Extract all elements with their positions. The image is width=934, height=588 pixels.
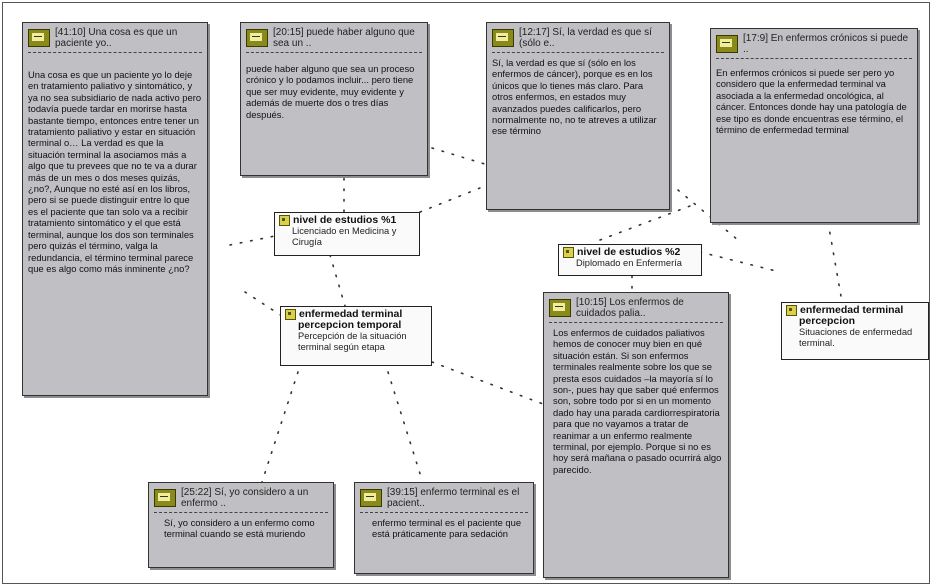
link-c1-q1 — [229, 235, 276, 246]
link-c2-q4 — [699, 251, 781, 273]
quote-box-41-10[interactable]: [41:10] Una cosa es que un paciente yo..… — [22, 22, 208, 396]
quotation-document-icon — [246, 29, 268, 47]
link-c3-c1 — [329, 254, 346, 307]
code-nivel-estudios-2[interactable]: nivel de estudios %2 Diplomado en Enferm… — [558, 244, 702, 276]
code-icon — [279, 215, 290, 226]
quote-text: Una cosa es que un paciente yo lo deje e… — [28, 69, 202, 274]
divider — [360, 512, 528, 513]
quote-title: [25:22] Sí, yo considero a un enfermo .. — [181, 487, 309, 509]
quote-box-25-22[interactable]: [25:22] Sí, yo considero a un enfermo ..… — [148, 482, 334, 568]
quote-text: Los enfermos de cuidados paliativos hemo… — [553, 327, 722, 475]
link-q3-c4 — [677, 189, 739, 241]
code-name: enfermedad terminal — [299, 308, 403, 320]
code-description: Situaciones de enfermedad terminal. — [799, 327, 913, 348]
code-description: Percepción de la situación terminal segú… — [298, 331, 407, 352]
code-enfermedad-terminal-percepcion[interactable]: enfermedad terminal percepcion Situacion… — [781, 302, 929, 360]
quotation-document-icon — [549, 299, 571, 317]
link-q4-c4 — [827, 221, 843, 303]
code-name-line2: percepcion temporal — [298, 319, 402, 331]
quote-text: enfermo terminal es el paciente que está… — [372, 517, 522, 540]
quotation-document-icon — [360, 489, 382, 507]
link-c1-q3 — [419, 181, 496, 213]
code-name: enfermedad terminal — [800, 304, 904, 316]
quote-text: En enfermos crónicos si puede ser pero y… — [716, 67, 907, 136]
quote-box-17-9[interactable]: [17:9] En enfermos crónicos si puede .. … — [710, 28, 918, 223]
quote-box-20-15[interactable]: [20:15] puede haber alguno que sea un ..… — [240, 22, 428, 176]
quote-text: Sí, la verdad es que sí (sólo en los enf… — [492, 57, 657, 137]
quote-text: puede haber alguno que sea un proceso cr… — [246, 63, 415, 120]
quotation-document-icon — [716, 35, 738, 53]
quotation-document-icon — [28, 29, 50, 47]
code-name: nivel de estudios %1 — [293, 214, 397, 226]
divider — [246, 52, 422, 53]
quote-box-39-15[interactable]: [39:15] enfermo terminal es el pacient..… — [354, 482, 534, 574]
quote-title: [41:10] Una cosa es que un paciente yo.. — [55, 27, 178, 49]
link-c2-q3 — [599, 205, 691, 241]
link-c3-q5 — [431, 361, 544, 405]
code-name: nivel de estudios %2 — [577, 246, 681, 258]
quote-title: [20:15] puede haber alguno que sea un .. — [273, 27, 415, 49]
divider — [549, 322, 723, 323]
quotation-document-icon — [492, 29, 514, 47]
quote-box-10-15[interactable]: [10:15] Los enfermos de cuidados palia..… — [543, 292, 729, 578]
link-c3-q1 — [244, 291, 283, 317]
quote-box-12-17[interactable]: [12:17] Sí, la verdad es que sí (sólo e.… — [486, 22, 670, 210]
code-icon — [563, 247, 574, 258]
quote-title: [10:15] Los enfermos de cuidados palia.. — [576, 297, 684, 319]
code-description: Licenciado en Medicina y Cirugía — [292, 226, 397, 247]
divider — [154, 512, 328, 513]
code-nivel-estudios-1[interactable]: nivel de estudios %1 Licenciado en Medic… — [274, 212, 420, 256]
code-description: Diplomado en Enfermería — [576, 258, 682, 268]
code-icon — [285, 309, 296, 320]
code-icon — [786, 305, 797, 316]
divider — [716, 58, 912, 59]
quote-title: [17:9] En enfermos crónicos si puede .. — [743, 33, 909, 55]
link-c3-q6 — [261, 371, 299, 483]
quote-text: Sí, yo considero a un enfermo como termi… — [164, 517, 315, 540]
quote-title: [39:15] enfermo terminal es el pacient.. — [387, 487, 520, 509]
code-name-line2: percepcion — [799, 315, 856, 327]
code-enfermedad-terminal-percepcion-temporal[interactable]: enfermedad terminal percepcion temporal … — [280, 306, 432, 366]
link-q2-q3 — [431, 147, 489, 166]
quote-title: [12:17] Sí, la verdad es que sí (sólo e.… — [519, 27, 652, 49]
divider — [492, 52, 664, 53]
link-c3-q7 — [387, 371, 423, 481]
quotation-document-icon — [154, 489, 176, 507]
divider — [28, 52, 202, 53]
